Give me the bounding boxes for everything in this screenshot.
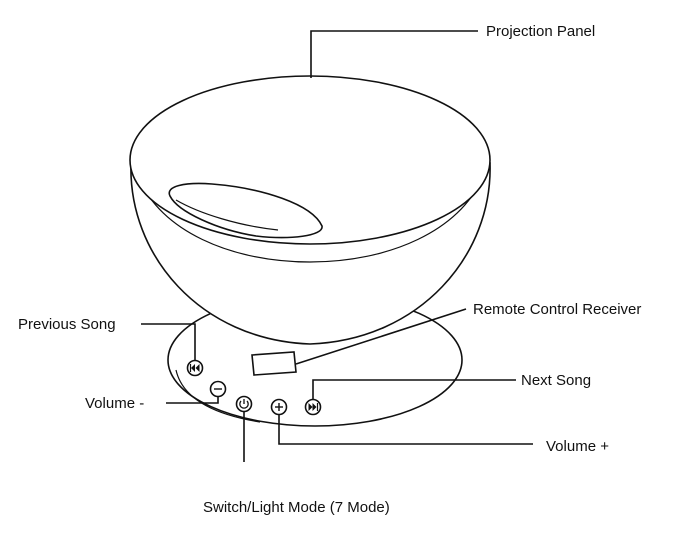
label-next-song: Next Song [521,372,591,389]
label-projection-panel: Projection Panel [486,23,595,40]
leader-volume-plus [278,415,533,445]
leader-previous-song [141,323,196,360]
handle-opening [168,182,323,239]
next-song-button[interactable] [304,398,322,416]
remote-receiver-window [251,351,297,376]
label-volume-plus: Volume + [546,438,609,455]
leader-volume-minus [166,397,219,404]
label-previous-song: Previous Song [18,316,116,333]
previous-song-button[interactable] [186,359,204,377]
label-switch-light-mode: Switch/Light Mode (7 Mode) [203,499,390,516]
leader-lines [141,30,533,462]
volume-minus-button[interactable] [209,380,227,398]
leader-remote-receiver [295,308,467,365]
power-icon [239,399,249,409]
volume-plus-button[interactable] [270,398,288,416]
label-volume-minus: Volume - [85,395,144,412]
leader-projection-panel [310,30,478,78]
next-track-icon [308,403,319,411]
plus-icon [275,403,283,411]
power-mode-button[interactable] [235,395,253,413]
label-remote-receiver: Remote Control Receiver [473,301,641,318]
previous-track-icon [189,364,200,372]
leader-next-song [312,379,516,399]
